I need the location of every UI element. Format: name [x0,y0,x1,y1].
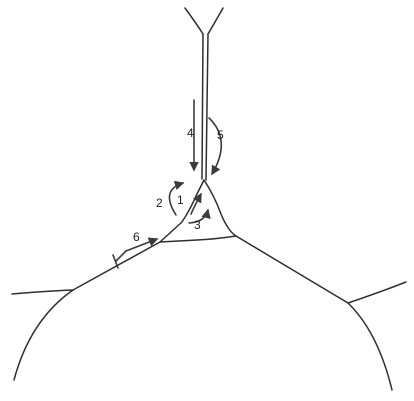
lower-right-branch [236,236,348,303]
label-3: 3 [194,218,201,232]
label-6: 6 [133,230,140,244]
arrow-5 [209,118,221,174]
label-4: 4 [187,126,194,140]
label-5: 5 [217,128,224,142]
label-2: 2 [156,196,163,210]
top-stem-right [206,34,208,180]
arrow-6-tail-stem [116,251,126,261]
top-branch-right [208,8,223,34]
top-branch-left [185,8,203,34]
top-stem-left [202,34,203,179]
label-1: 1 [177,193,184,207]
left-side-upper [12,290,73,294]
arrow-6 [126,239,157,251]
left-side-lower [14,290,73,380]
right-side-lower [348,303,392,390]
right-side-upper [348,282,406,303]
